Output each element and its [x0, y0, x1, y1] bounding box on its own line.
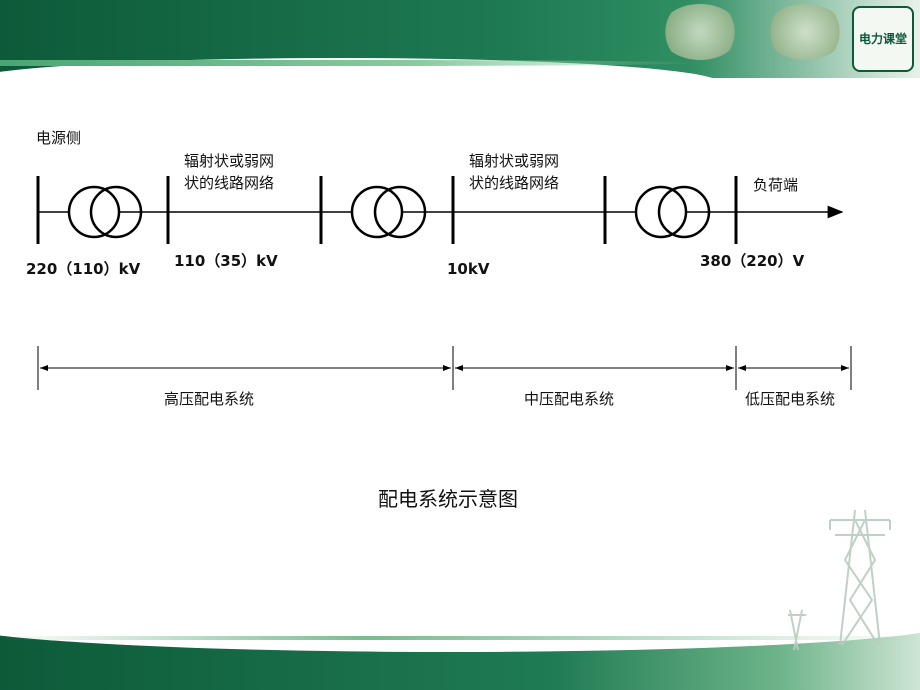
system-label-mid: 中压配电系统 — [524, 390, 615, 408]
system-label-low: 低压配电系统 — [745, 390, 836, 408]
footer-stripe — [0, 636, 920, 640]
header-stripe — [0, 60, 700, 66]
header-photo-transformer — [660, 4, 740, 60]
brand-logo-text: 电力课堂 — [858, 32, 907, 46]
source-side-label: 电源侧 — [36, 129, 82, 147]
voltage-label-10kv: 10kV — [447, 260, 490, 278]
transmission-tower-icon — [788, 509, 891, 650]
brand-logo: 电力课堂 — [852, 6, 914, 72]
transformer-1 — [67, 185, 143, 239]
diagram-caption: 配电系统示意图 — [378, 487, 518, 511]
transformer-3 — [634, 185, 711, 239]
voltage-label-110kv: 110（35）kV — [174, 252, 278, 270]
header-photo-tower — [765, 4, 845, 60]
system-label-high: 高压配电系统 — [164, 390, 255, 408]
voltage-label-380v: 380（220）V — [700, 252, 805, 270]
network-label-2: 辐射状或弱网 状的线路网络 — [469, 152, 560, 192]
voltage-label-220kv: 220（110）kV — [26, 260, 141, 278]
load-end-label: 负荷端 — [753, 176, 799, 194]
network-label-1: 辐射状或弱网 状的线路网络 — [184, 152, 275, 192]
transformer-2 — [350, 185, 427, 239]
